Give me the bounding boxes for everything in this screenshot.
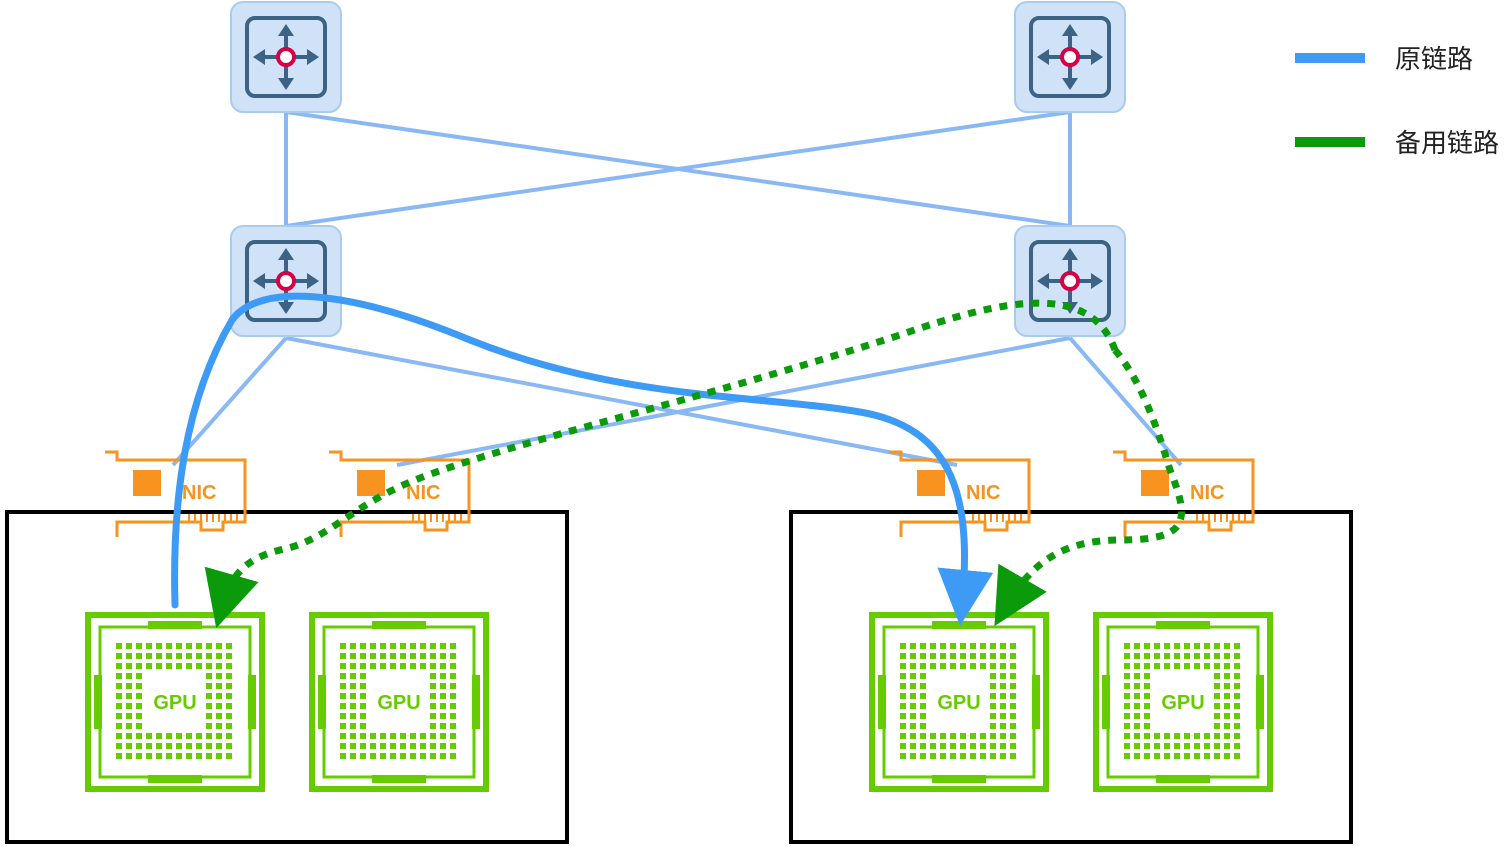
gpu-grid-3 (900, 643, 1016, 759)
legend: 原链路 备用链路 (1295, 45, 1499, 159)
nic-card-2: NIC (327, 450, 471, 539)
legend-label-original: 原链路 (1395, 45, 1473, 75)
server-left (5, 510, 569, 844)
nic-label-1: NIC (182, 482, 216, 504)
original-path (171, 292, 994, 626)
backup-path-right (994, 347, 1185, 627)
gpu-grid-2 (340, 643, 456, 759)
leaf-switch-right[interactable] (1013, 224, 1127, 338)
link-spine-right-leaf-left (285, 110, 1071, 228)
nic-label-3: NIC (966, 482, 1000, 504)
legend-label-backup: 备用链路 (1395, 129, 1499, 159)
link-leaf-right-nic-2 (396, 336, 1071, 467)
backup-path-left (204, 299, 1119, 629)
gpu-label-4: GPU (1161, 692, 1204, 714)
gpu-label-2: GPU (377, 692, 420, 714)
link-leaf-right-nic-4 (1068, 336, 1183, 467)
gpu-label-3: GPU (937, 692, 980, 714)
gpu-chip-1: GPU (88, 615, 262, 789)
nic-label-2: NIC (406, 482, 440, 504)
leaf-switch-left[interactable] (229, 224, 343, 338)
gpu-chip-3: GPU (872, 615, 1046, 789)
gpu-label-1: GPU (153, 692, 196, 714)
nic-label-4: NIC (1190, 482, 1224, 504)
link-leaf-left-nic-1 (171, 336, 288, 467)
gpu-grid-1 (116, 643, 232, 759)
spine-switch-right[interactable] (1013, 0, 1127, 114)
gpu-grid-4 (1124, 643, 1240, 759)
nic-card-1: NIC (103, 450, 247, 539)
gpu-chip-2: GPU (312, 615, 486, 789)
gpu-chip-4: GPU (1096, 615, 1270, 789)
fabric-links (171, 110, 1183, 467)
link-leaf-left-nic-3 (285, 336, 958, 467)
nic-card-3: NIC (887, 450, 1031, 539)
server-right (789, 510, 1353, 844)
spine-switch-left[interactable] (229, 0, 343, 114)
nic-card-4: NIC (1111, 450, 1255, 539)
